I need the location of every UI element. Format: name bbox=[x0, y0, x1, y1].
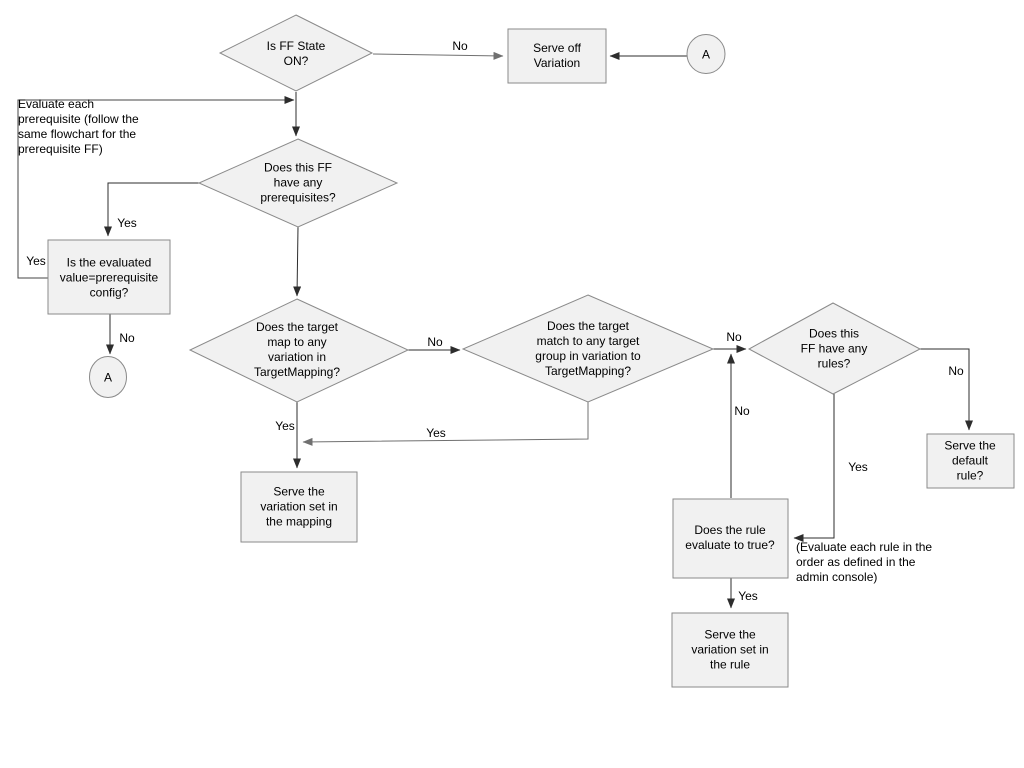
edge-prereq-yes bbox=[104, 182, 199, 237]
process-serve-off-variation bbox=[507, 28, 607, 84]
decision-has-prerequisites bbox=[197, 138, 399, 228]
edge-target-group-yes bbox=[302, 402, 589, 446]
connector-a-left bbox=[89, 356, 127, 398]
decision-target-match-group bbox=[461, 294, 715, 403]
edge-ff-state-no bbox=[372, 51, 504, 60]
edge-rules-yes bbox=[793, 394, 835, 542]
edge-prereq-down bbox=[293, 226, 302, 297]
decision-is-ff-state-on bbox=[218, 14, 374, 92]
edge-prereq-loop bbox=[17, 96, 295, 279]
edge-rules-no bbox=[920, 348, 973, 431]
process-serve-variation-rule bbox=[671, 612, 789, 688]
decision-target-map-variation bbox=[188, 298, 410, 403]
connector-a-top bbox=[686, 34, 726, 74]
process-rule-evaluate-true bbox=[672, 498, 789, 579]
decision-has-rules bbox=[747, 302, 922, 395]
process-evaluated-value-config bbox=[47, 239, 171, 315]
process-serve-default-rule bbox=[926, 433, 1015, 489]
process-serve-variation-mapping bbox=[240, 471, 358, 543]
